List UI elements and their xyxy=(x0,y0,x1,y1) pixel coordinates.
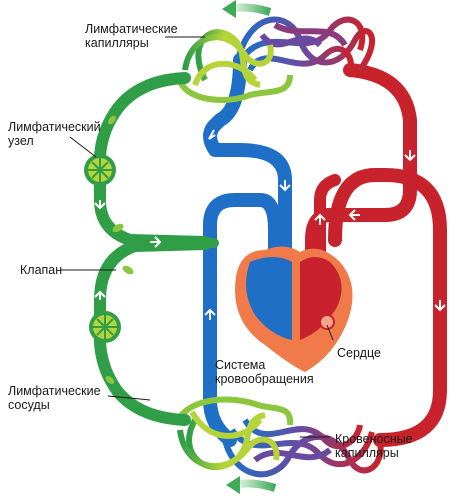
leader-lines xyxy=(60,36,334,438)
label-valve-line1: Клапан xyxy=(20,263,63,277)
label-lymph-vessels: Лимфатические сосуды xyxy=(8,384,101,412)
arterial-vessels xyxy=(305,63,447,447)
label-circulatory-system-line1: Система xyxy=(215,358,266,372)
lymph-vessels xyxy=(93,72,219,426)
label-lymph-node-line1: Лимфатический xyxy=(8,120,101,134)
label-lymph-vessels-line1: Лимфатические xyxy=(8,384,101,398)
label-lymph-vessels-line2: сосуды xyxy=(8,398,50,412)
heart xyxy=(235,246,353,372)
external-flow-arrows xyxy=(222,0,277,494)
label-lymph-node: Лимфатический узел xyxy=(8,120,101,148)
label-lymph-capillaries-line2: капилляры xyxy=(85,36,149,50)
label-circulatory-system-line2: кровообращения xyxy=(215,372,314,386)
label-valve: Клапан xyxy=(20,263,62,277)
label-blood-capillaries: Кровеносные капилляры xyxy=(335,432,413,460)
label-lymph-node-line2: узел xyxy=(8,134,34,148)
label-lymph-capillaries-line1: Лимфатические xyxy=(85,22,178,36)
label-heart: Сердце xyxy=(337,346,381,360)
flow-arrows xyxy=(94,129,446,320)
label-blood-capillaries-line2: капилляры xyxy=(335,446,399,460)
lymph-node-upper xyxy=(84,154,116,186)
label-lymph-capillaries: Лимфатические капилляры xyxy=(85,22,178,50)
label-heart-line1: Сердце xyxy=(337,346,381,360)
lymph-valves xyxy=(105,115,134,384)
label-blood-capillaries-line1: Кровеносные xyxy=(335,432,413,446)
lymph-node-lower xyxy=(89,311,121,343)
label-circulatory-system: Система кровообращения xyxy=(215,358,314,386)
top-blood-capillaries xyxy=(235,16,375,73)
lymph-capillaries-top xyxy=(177,29,293,103)
lymph-capillaries-bottom xyxy=(175,396,294,471)
